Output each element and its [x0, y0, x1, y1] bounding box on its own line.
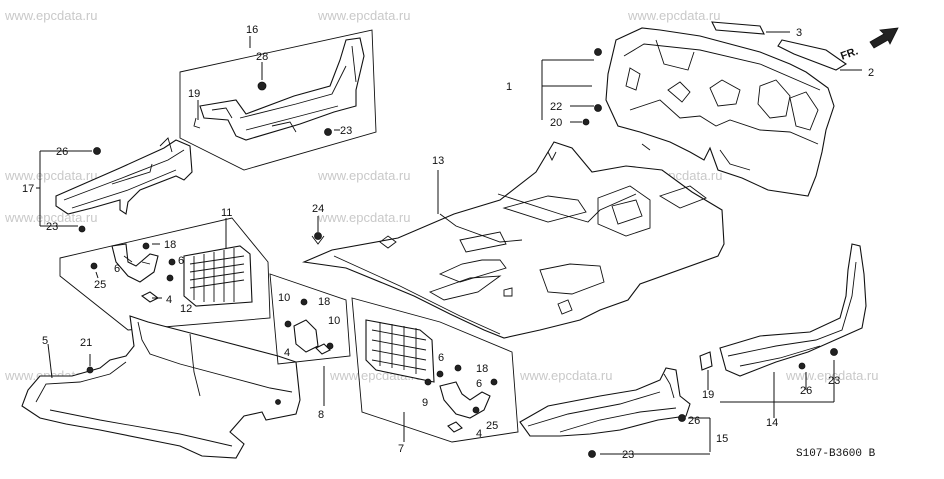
front-label: FR.: [839, 45, 860, 62]
callout-2: 2: [868, 67, 874, 79]
callout-25: 25: [94, 279, 106, 291]
part-17-left-garnish: [36, 137, 193, 233]
callout-17: 17: [22, 183, 34, 195]
front-direction-indicator: FR.: [839, 27, 899, 63]
callout-15: 15: [716, 433, 728, 445]
callout-4: 4: [284, 347, 290, 359]
callout-23: 23: [622, 449, 634, 461]
callout-10: 10: [278, 292, 290, 304]
part-8-group-box: [269, 273, 351, 406]
callout-18: 18: [318, 296, 330, 308]
callout-6: 6: [476, 378, 482, 390]
watermark-text: www.epcdata.ru: [4, 210, 98, 225]
callout-20: 20: [550, 117, 562, 129]
callout-19: 19: [188, 88, 200, 100]
callout-28: 28: [256, 51, 268, 63]
callout-24: 24: [312, 203, 324, 215]
callout-5: 5: [42, 335, 48, 347]
part-15-right-garnish: [519, 367, 711, 458]
callout-6: 6: [114, 263, 120, 275]
callout-22: 22: [550, 101, 562, 113]
watermark-text: www.epcdata.ru: [785, 368, 879, 383]
callout-13: 13: [432, 155, 444, 167]
callout-10: 10: [328, 315, 340, 327]
callout-8: 8: [318, 409, 324, 421]
watermark-text: www.epcdata.ru: [519, 368, 613, 383]
callout-18: 18: [164, 239, 176, 251]
callout-1: 1: [506, 81, 512, 93]
front-arrow-icon: [869, 27, 899, 49]
watermark-text: www.epcdata.ru: [317, 210, 411, 225]
callout-21: 21: [80, 337, 92, 349]
callout-23: 23: [340, 125, 352, 137]
callout-26: 26: [800, 385, 812, 397]
part-13-floor-carpet: [301, 141, 725, 339]
callout-labels: 16 28 19 23 26 17 23 11 18 6 6 25 4 12 5…: [22, 24, 874, 461]
callout-3: 3: [796, 27, 802, 39]
callout-7: 7: [398, 443, 404, 455]
callout-6: 6: [438, 352, 444, 364]
callout-11: 11: [221, 207, 232, 219]
callout-26: 26: [688, 415, 700, 427]
part-11-group-box: [59, 217, 271, 331]
callout-25: 25: [486, 420, 498, 432]
callout-6: 6: [178, 255, 184, 267]
callout-23: 23: [828, 375, 840, 387]
callout-18: 18: [476, 363, 488, 375]
watermark-text: www.epcdata.ru: [317, 8, 411, 23]
part-1-rear-panel: [541, 27, 835, 197]
part-16-rear-side-trim: [179, 29, 377, 171]
watermark-text: www.epcdata.ru: [4, 168, 98, 183]
part-7-group-box: [351, 297, 519, 443]
callout-12: 12: [180, 303, 192, 315]
part-3-and-2-strips: [711, 21, 862, 71]
part-14-right-side-trim: [699, 243, 867, 418]
callout-16: 16: [246, 24, 258, 36]
callout-19: 19: [702, 389, 714, 401]
diagram-code: S107-B3600 B: [796, 448, 876, 460]
callout-9: 9: [422, 397, 428, 409]
callout-26: 26: [56, 146, 68, 158]
watermark-text: www.epcdata.ru: [317, 168, 411, 183]
part-5-floor-mat: [21, 315, 301, 459]
callout-23: 23: [46, 221, 58, 233]
callout-4: 4: [166, 294, 172, 306]
callout-14: 14: [766, 417, 778, 429]
fasteners: [311, 216, 325, 245]
watermark-text: www.epcdata.ru: [627, 8, 721, 23]
callout-4: 4: [476, 428, 482, 440]
watermark-text: www.epcdata.ru: [4, 8, 98, 23]
